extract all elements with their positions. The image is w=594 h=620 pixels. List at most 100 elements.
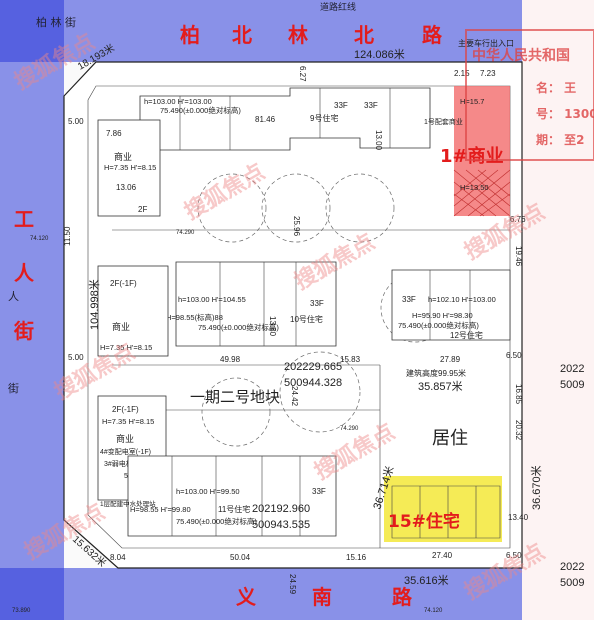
b12-floors: 33F <box>402 295 416 304</box>
coord-g: 2022 <box>560 561 584 573</box>
north-faint: 柏 林 街 <box>36 15 76 29</box>
b9-name: 9号住宅 <box>310 113 338 123</box>
dim-v1685: 16.85 <box>514 384 523 405</box>
dim-v2596: 25.96 <box>292 216 301 237</box>
west-faint-1: 街 <box>8 381 19 395</box>
dim-v2032: 20.32 <box>514 420 523 441</box>
coord-d: 500943.535 <box>252 519 310 531</box>
dim-v500b: 5.00 <box>68 353 84 362</box>
circle-1 <box>197 173 267 243</box>
commercial-mid: 2F(-1F) 商业 H=7.35 H'=8.15 <box>97 265 169 357</box>
building-12: 33F h=102.10 H'=103.00 H=95.90 H'=98.30 … <box>391 269 511 341</box>
b11-name: 11号住宅 <box>218 504 250 514</box>
south-char-1: 南 <box>312 585 332 609</box>
stamp-line4: 期： 至2 <box>536 132 585 147</box>
circle-2 <box>261 173 331 243</box>
shop-bot-name: 商业 <box>116 433 134 444</box>
building-10-units <box>219 262 297 346</box>
dim-left-length: 104.998米 <box>88 279 101 330</box>
north-char-3: 北 <box>354 23 374 47</box>
elev-4: 73.890 <box>12 608 31 614</box>
elev-1: 74.290 <box>176 230 195 236</box>
north-char-0: 柏 <box>180 23 200 47</box>
pump-station: 1层配建中水处理站 <box>100 499 156 508</box>
internal-roads <box>112 229 510 548</box>
dim-v5004: 50.04 <box>230 553 251 562</box>
elev-2: 74.120 <box>30 236 49 242</box>
dim-v2442: 24.42 <box>290 386 299 407</box>
east-strip <box>522 0 594 620</box>
circle-3 <box>325 173 395 243</box>
commercial-mid-outline <box>97 265 169 357</box>
b9-floors: 33F <box>334 101 348 110</box>
dim-v1583: 15.83 <box>340 355 361 364</box>
stamp-line1: 中华人民共和国 <box>472 47 570 64</box>
residential-15-highlight <box>384 476 502 542</box>
b11-floors: 33F <box>312 487 326 496</box>
coord-f: 5009 <box>560 379 584 391</box>
dim-v1340: 13.40 <box>508 513 529 522</box>
b9-floors-2: 33F <box>364 101 378 110</box>
north-char-2: 林 <box>288 23 308 47</box>
shop-top-h: H=7.35 H'=8.15 <box>104 163 156 172</box>
b1-name: 1号配套商业 <box>424 117 463 126</box>
b9-elev: 75.490(±0.000绝对标高) <box>160 105 241 115</box>
north-char-4: 路 <box>422 23 443 47</box>
coord-c: 202192.960 <box>252 503 310 515</box>
dim-v723: 7.23 <box>480 69 496 78</box>
building-15: 15#住宅 <box>384 476 502 542</box>
dim-top-length: 124.086米 <box>354 48 405 61</box>
b9-n1: 81.46 <box>255 115 276 124</box>
dim-v627: 6.27 <box>298 66 307 82</box>
north-road-labels: 柏 北 林 北 路 柏 林 街 道路红线 <box>36 1 443 47</box>
dim-v1150: 11.50 <box>63 226 72 246</box>
official-stamp: 中华人民共和国 名： 王 号： 1300 期： 至2 <box>465 29 594 161</box>
coord-b: 500944.328 <box>284 377 342 389</box>
dim-v650b: 6.50 <box>506 551 522 560</box>
commercial-top-outline <box>97 119 161 217</box>
b10-n1: 13.80 <box>268 316 277 337</box>
b1-h: H=13.50 <box>460 183 489 192</box>
dim-v676: 6.76 <box>510 215 526 224</box>
west-char-2: 街 <box>13 319 34 343</box>
b10-floors: 33F <box>310 299 324 308</box>
fire-circles <box>197 173 450 447</box>
b11-h: h=103.00 H'=99.50 <box>176 487 240 496</box>
building-10: h=103.00 H'=104.55 75.490(±0.000绝对标高) H=… <box>166 261 337 347</box>
shop-mid-h: H=7.35 H'=8.15 <box>100 343 152 352</box>
building-height: 建筑高度99.95米 <box>406 368 466 378</box>
building-11-outline <box>127 455 337 537</box>
west-char-1: 人 <box>14 261 35 285</box>
building-1-commercial: 1#商业 H=15.7 H=13.50 1号配套商业 <box>424 86 511 217</box>
building-11-units <box>171 456 301 536</box>
dim-v500: 5.00 <box>68 117 84 126</box>
building-12-units <box>429 270 471 340</box>
building-15-units <box>419 486 477 538</box>
shop-bot-h: H=7.35 H'=8.15 <box>102 417 154 426</box>
shop-bot-note2: 3#弱电机房 <box>104 459 140 468</box>
b10-elev: 75.490(±0.000绝对标高) <box>198 322 279 332</box>
dim-bottom-right: 35.616米 <box>404 574 449 587</box>
dim-v4998: 49.98 <box>220 355 241 364</box>
label-residential-zone: 居住 <box>432 428 468 449</box>
b12-name: 12号住宅 <box>450 330 483 340</box>
shop-bot-floors: 2F(-1F) <box>112 405 139 414</box>
b9-height: h=103.00 H'=103.00 <box>144 97 212 106</box>
building-15-outline <box>391 485 501 539</box>
shop-top-n1: 13.06 <box>116 183 137 192</box>
b1-h2: H=15.7 <box>460 97 484 106</box>
commercial-top: 7.86 商业 H=7.35 H'=8.15 13.06 2F <box>97 119 161 217</box>
stamp-frame <box>465 29 594 161</box>
building-9-units <box>179 88 391 150</box>
stamp-line2: 名： 王 <box>536 80 576 95</box>
elev-3: 74.290 <box>340 426 359 432</box>
west-char-0: 工 <box>14 207 34 231</box>
dim-v804: 8.04 <box>110 553 126 562</box>
dim-v2459: 24.59 <box>288 574 297 595</box>
b9-n2: 13.00 <box>374 130 383 151</box>
shop-mid-name: 商业 <box>112 321 130 332</box>
label-phase: 一期二号地块 <box>190 388 280 406</box>
south-char-2: 路 <box>392 585 413 609</box>
dim-v650: 6.50 <box>506 351 522 360</box>
